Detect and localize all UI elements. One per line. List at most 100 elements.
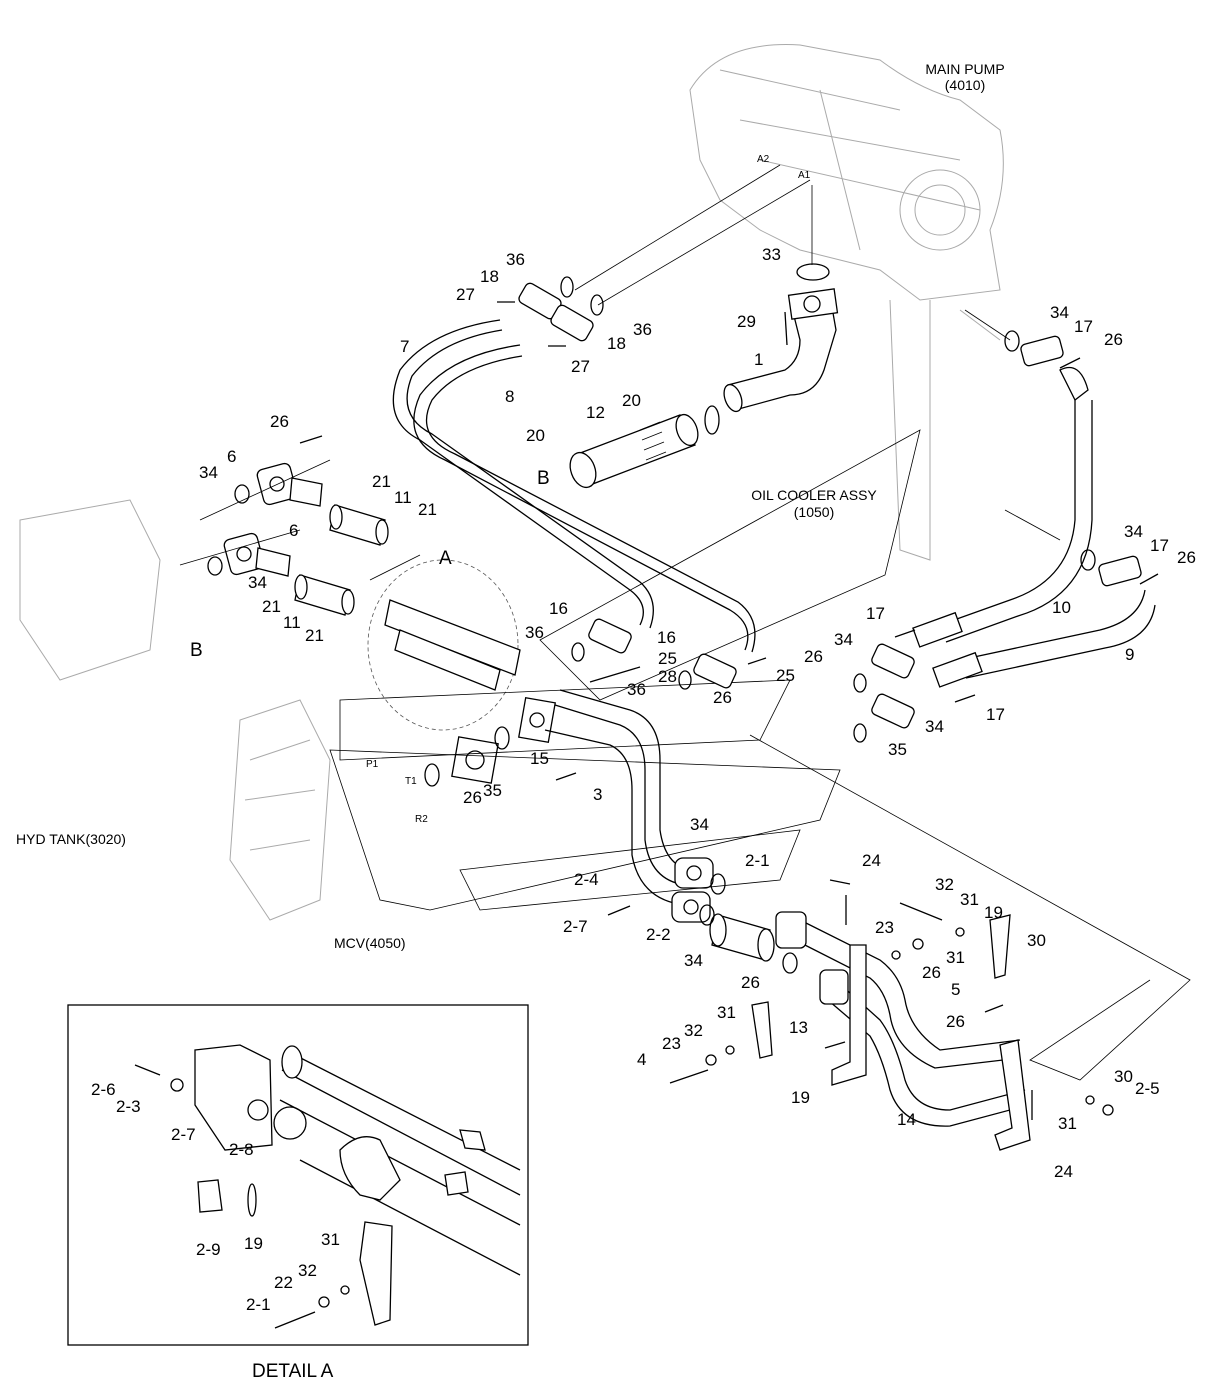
split-flanges [518, 282, 1142, 729]
bracket-13 [831, 944, 867, 1086]
pipe-2-2 [709, 913, 775, 962]
o-ring-34a [234, 484, 250, 504]
callout-2-1: 2-1 [246, 1295, 271, 1314]
callout-36: 36 [627, 680, 646, 699]
port-t1-label: T1 [405, 776, 417, 787]
callout-31: 31 [946, 948, 965, 967]
o-rings [207, 263, 1096, 974]
callout-18: 18 [480, 267, 499, 286]
callout-34: 34 [248, 573, 267, 592]
callout-21: 21 [305, 626, 324, 645]
port-r2-label: R2 [415, 814, 428, 825]
callout-8: 8 [505, 387, 514, 406]
callout-34: 34 [1050, 303, 1069, 322]
suction-pipe-1 [723, 288, 839, 413]
hose-11-lower [294, 574, 355, 616]
callout-6: 6 [227, 447, 236, 466]
flange-6-lower [223, 532, 291, 577]
callout-23: 23 [875, 918, 894, 937]
hose-9 [932, 589, 1156, 688]
callout-17: 17 [1074, 317, 1093, 336]
callout-2-5: 2-5 [1135, 1079, 1160, 1098]
callout-31: 31 [960, 890, 979, 909]
bracket-14 [994, 1039, 1031, 1151]
detail-a-box [67, 1004, 529, 1346]
callout-1: 1 [754, 350, 763, 369]
o-ring-34d [1080, 549, 1096, 571]
o-ring-36d [678, 670, 692, 690]
callout-34: 34 [925, 717, 944, 736]
callout-27: 27 [571, 357, 590, 376]
callout-2-4: 2-4 [574, 870, 599, 889]
outline-frame-4 [749, 734, 1191, 1081]
pipe-4 [819, 969, 1026, 1127]
callout-26: 26 [922, 963, 941, 982]
oil-cooler-number: (1050) [794, 504, 834, 520]
o-ring-1 [704, 405, 720, 435]
callout-16: 16 [549, 599, 568, 618]
callout-26: 26 [946, 1012, 965, 1031]
callout-26: 26 [804, 647, 823, 666]
outline-frame-2 [329, 749, 841, 911]
o-ring-34h [782, 952, 798, 974]
callout-28: 28 [658, 667, 677, 686]
o-ring-35b [424, 763, 440, 787]
callout-10: 10 [1052, 598, 1071, 617]
left-leaders [179, 459, 421, 581]
callout-19: 19 [791, 1088, 810, 1107]
hose-7 [392, 319, 654, 629]
callout-2-2: 2-2 [646, 925, 671, 944]
callout-24: 24 [1054, 1162, 1073, 1181]
callout-2-8: 2-8 [229, 1140, 254, 1159]
flange-6-upper [256, 462, 323, 507]
o-ring-34f [853, 723, 867, 743]
bolts [299, 301, 1159, 1120]
callout-32: 32 [298, 1261, 317, 1280]
callout-17: 17 [866, 604, 885, 623]
callout-24: 24 [862, 851, 881, 870]
main-pump-label: MAIN PUMP [925, 61, 1004, 77]
callout-21: 21 [372, 472, 391, 491]
callout-2-1: 2-1 [745, 851, 770, 870]
o-ring-36a [560, 276, 574, 298]
o-ring-36c [571, 642, 585, 662]
leader-a2 [574, 164, 781, 291]
o-ring-36b [590, 294, 604, 316]
view-marker-b-left: B [190, 640, 203, 661]
callout-33: 33 [762, 245, 781, 264]
pipe-5 [775, 911, 1021, 1069]
callout-23: 23 [662, 1034, 681, 1053]
callout-26: 26 [1104, 330, 1123, 349]
callout-35: 35 [483, 781, 502, 800]
leader-a1 [597, 179, 811, 306]
callout-17: 17 [1150, 536, 1169, 555]
callout-6: 6 [289, 521, 298, 540]
callout-31: 31 [717, 1003, 736, 1022]
o-ring-35a [494, 726, 510, 750]
callout-labels: 36 18 27 36 18 27 33 29 1 7 8 20 12 20 2… [91, 245, 1196, 1314]
view-marker-a: A [439, 548, 452, 569]
callout-30: 30 [1114, 1067, 1133, 1086]
port-a1-label: A1 [798, 170, 811, 181]
hose-8 [413, 344, 756, 653]
clips-19 [751, 914, 1011, 1059]
hyd-tank-label: HYD TANK(3020) [16, 831, 126, 847]
o-ring-33 [796, 263, 830, 281]
detail-a-circle [367, 559, 519, 731]
callout-26: 26 [713, 688, 732, 707]
hyd-tank-ghost [19, 499, 161, 681]
callout-2-9: 2-9 [196, 1240, 221, 1259]
callout-34: 34 [199, 463, 218, 482]
main-pump-ghost [689, 44, 1004, 561]
callout-2-7: 2-7 [563, 917, 588, 936]
washers-nuts [705, 927, 1114, 1116]
callout-30: 30 [1027, 931, 1046, 950]
oil-cooler-frame [539, 429, 921, 701]
o-ring-34b [207, 556, 223, 576]
cooler-leaders [964, 309, 1061, 541]
callout-16: 16 [657, 628, 676, 647]
main-pump-number: (4010) [945, 77, 985, 93]
callout-20: 20 [622, 391, 641, 410]
mcv-ghost [229, 699, 331, 921]
